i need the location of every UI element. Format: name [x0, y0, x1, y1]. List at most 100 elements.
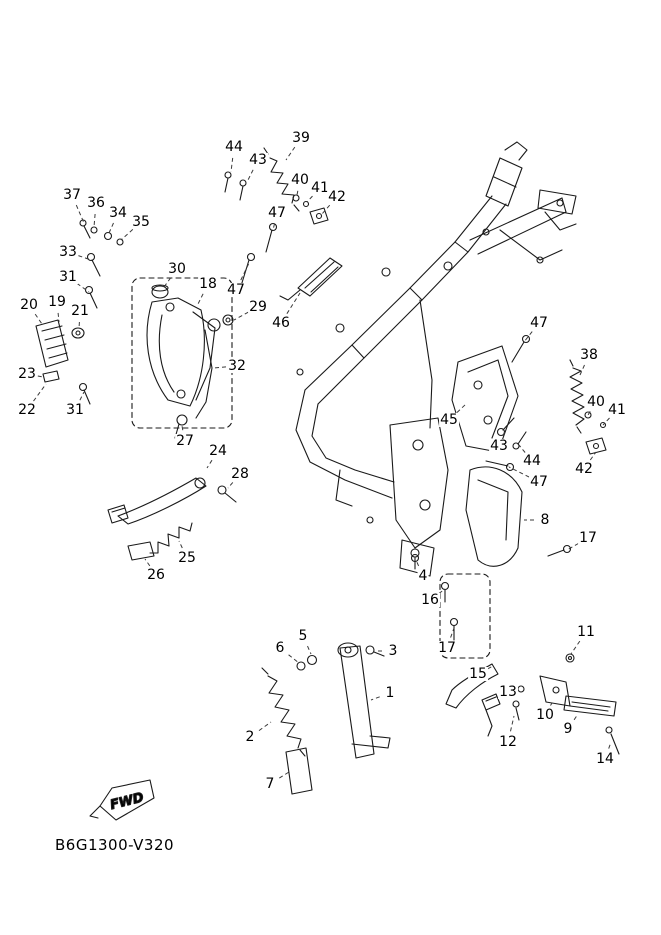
part-callout-2: 2: [244, 729, 256, 745]
leader-line-44: [230, 157, 234, 173]
part-callout-28: 28: [230, 466, 250, 482]
leader-line-10: [550, 702, 553, 706]
part-callout-7: 7: [264, 776, 276, 792]
part-callout-47: 47: [226, 282, 246, 298]
part-callout-27: 27: [175, 433, 195, 449]
leader-line-40: [296, 190, 299, 196]
leader-line-19: [57, 312, 60, 323]
part-callout-15: 15: [468, 666, 488, 682]
part-callout-45: 45: [439, 412, 459, 428]
part-callout-38: 38: [579, 347, 599, 363]
part-callout-18: 18: [198, 276, 218, 292]
part-callout-33: 33: [58, 244, 78, 260]
part-callout-40: 40: [290, 172, 310, 188]
leader-line-17: [450, 627, 455, 638]
left-footrest-bracket: [146, 252, 343, 419]
part-callout-19: 19: [47, 294, 67, 310]
leader-line-24: [206, 459, 213, 469]
part-callout-32: 32: [227, 358, 247, 374]
leader-line-18: [196, 293, 204, 307]
part-callout-9: 9: [562, 721, 574, 737]
leader-line-7: [279, 771, 290, 779]
leader-line-22: [33, 383, 47, 402]
part-callout-24: 24: [208, 443, 228, 459]
upper-spring-group: [224, 147, 329, 253]
part-callout-47: 47: [267, 205, 287, 221]
leader-line-45: [456, 403, 467, 413]
part-callout-44: 44: [522, 453, 542, 469]
part-callout-12: 12: [498, 734, 518, 750]
part-callout-41: 41: [310, 180, 330, 196]
leader-line-33: [78, 255, 92, 261]
leader-line-17: [566, 543, 579, 551]
leader-line-42: [589, 451, 597, 461]
leader-line-36: [93, 213, 96, 228]
leader-line-20: [34, 313, 43, 325]
leader-line-47: [508, 466, 530, 478]
leader-line-28: [227, 482, 234, 489]
leader-line-40: [587, 411, 591, 416]
part-callout-37: 37: [62, 187, 82, 203]
leader-line-43: [246, 169, 254, 183]
part-callout-31: 31: [65, 402, 85, 418]
part-callout-43: 43: [489, 438, 509, 454]
part-callout-36: 36: [86, 195, 106, 211]
part-callout-39: 39: [291, 130, 311, 146]
part-callout-8: 8: [539, 512, 551, 528]
leader-line-30: [163, 277, 172, 288]
part-callout-26: 26: [146, 567, 166, 583]
leader-line-44: [518, 444, 526, 453]
diagram-code: B6G1300-V320: [55, 836, 175, 854]
part-callout-42: 42: [574, 461, 594, 477]
leader-line-6: [288, 654, 300, 664]
leader-line-29: [233, 311, 249, 321]
leader-line-2: [258, 721, 272, 732]
left-foot-peg: [35, 319, 85, 368]
part-callout-5: 5: [297, 628, 309, 644]
leader-line-32: [212, 366, 227, 369]
part-callout-14: 14: [595, 751, 615, 767]
part-callout-11: 11: [576, 624, 596, 640]
part-callout-22: 22: [17, 402, 37, 418]
fwd-marker: FWD: [89, 779, 155, 821]
part-callout-43: 43: [248, 152, 268, 168]
part-callout-20: 20: [19, 297, 39, 313]
leader-line-41: [602, 417, 610, 426]
part-callout-4: 4: [417, 568, 429, 584]
part-callout-47: 47: [529, 474, 549, 490]
part-callout-23: 23: [17, 366, 37, 382]
leader-line-47: [272, 223, 275, 231]
leader-line-1: [370, 696, 380, 701]
leader-line-12: [510, 715, 515, 732]
part-callout-44: 44: [224, 139, 244, 155]
leader-line-4: [415, 559, 420, 567]
part-callout-31: 31: [58, 269, 78, 285]
leader-line-23: [37, 375, 44, 378]
leader-line-9: [573, 713, 579, 721]
leader-line-43: [502, 430, 506, 436]
leader-line-27: [181, 425, 184, 431]
part-callout-29: 29: [248, 299, 268, 315]
part-callout-47: 47: [529, 315, 549, 331]
frame-assembly: [295, 141, 577, 577]
leader-line-11: [570, 640, 581, 655]
part-callout-35: 35: [131, 214, 151, 230]
part-callout-17: 17: [578, 530, 598, 546]
part-callout-6: 6: [274, 640, 286, 656]
part-callout-16: 16: [420, 592, 440, 608]
leader-line-35: [120, 229, 134, 241]
part-callout-34: 34: [108, 205, 128, 221]
side-stand-group: [261, 642, 391, 795]
leader-line-37: [75, 204, 85, 224]
part-callout-30: 30: [167, 261, 187, 277]
part-callout-40: 40: [586, 394, 606, 410]
leader-line-41: [306, 195, 313, 203]
leader-line-47: [523, 331, 533, 343]
leader-line-5: [307, 645, 312, 655]
leader-line-14: [608, 741, 612, 749]
part-callout-42: 42: [327, 189, 347, 205]
leader-line-39: [285, 146, 296, 161]
